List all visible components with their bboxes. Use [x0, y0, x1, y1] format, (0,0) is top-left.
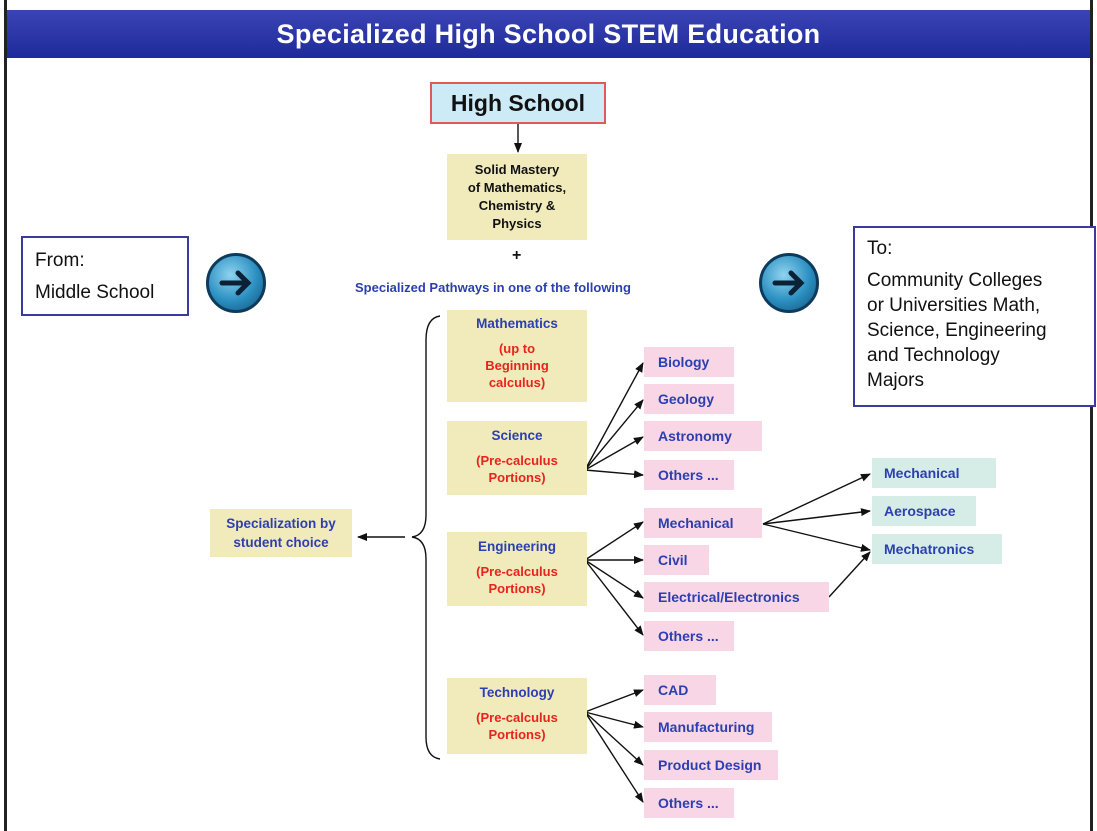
- to-line: Majors: [867, 370, 925, 391]
- mastery-line: of Mathematics,: [467, 180, 567, 195]
- area-sub: Beginning: [485, 358, 549, 373]
- mechanical-item: Mechatronics: [872, 534, 1002, 564]
- to-line: Science, Engineering: [867, 320, 1047, 341]
- area-sub: Portions): [488, 470, 546, 485]
- area-sub: (Pre-calculus: [476, 453, 558, 468]
- engineering-item: Others ...: [644, 621, 734, 651]
- technology-item: Others ...: [644, 788, 734, 818]
- area-sub: calculus): [488, 375, 546, 390]
- high-school-box: High School: [430, 82, 606, 124]
- to-line: and Technology: [867, 345, 1000, 366]
- area-science: Science (Pre-calculus Portions): [447, 421, 587, 495]
- science-item: Geology: [644, 384, 734, 414]
- mechanical-item: Mechanical: [872, 458, 996, 488]
- area-sub: (Pre-calculus: [476, 564, 558, 579]
- area-name: Engineering: [477, 539, 556, 554]
- area-engineering: Engineering (Pre-calculus Portions): [447, 532, 587, 606]
- area-sub: (up to: [498, 341, 536, 356]
- mastery-box: Solid Mastery of Mathematics, Chemistry …: [447, 154, 587, 240]
- from-label: From:: [35, 250, 85, 271]
- area-technology: Technology (Pre-calculus Portions): [447, 678, 587, 754]
- area-sub: Portions): [488, 727, 546, 742]
- engineering-item: Civil: [644, 545, 709, 575]
- to-line: or Universities Math,: [867, 295, 1041, 316]
- mechanical-item: Aerospace: [872, 496, 976, 526]
- science-item: Astronomy: [644, 421, 762, 451]
- plus-sign: +: [512, 247, 522, 264]
- from-value: Middle School: [35, 282, 155, 303]
- frame: [4, 0, 1093, 831]
- technology-item: CAD: [644, 675, 716, 705]
- specialization-box: Specialization by student choice: [210, 509, 352, 557]
- science-item: Others ...: [644, 460, 734, 490]
- area-name: Science: [491, 428, 543, 443]
- specialization-line: student choice: [233, 535, 329, 550]
- specialization-line: Specialization by: [226, 516, 336, 531]
- mastery-line: Solid Mastery: [474, 162, 560, 177]
- page-title: Specialized High School STEM Education: [7, 10, 1090, 58]
- technology-item: Product Design: [644, 750, 778, 780]
- area-name: Technology: [479, 685, 555, 700]
- arrow-right-icon: [206, 253, 266, 313]
- mastery-line: Chemistry &: [478, 198, 556, 213]
- to-box: To: Community Colleges or Universities M…: [853, 226, 1096, 407]
- pathways-label: Specialized Pathways in one of the follo…: [355, 280, 631, 295]
- mastery-line: Physics: [492, 216, 542, 231]
- arrow-right-icon: [759, 253, 819, 313]
- area-sub: Portions): [488, 581, 546, 596]
- to-line: Community Colleges: [867, 270, 1043, 291]
- science-item: Biology: [644, 347, 734, 377]
- engineering-item: Mechanical: [644, 508, 762, 538]
- engineering-item: Electrical/Electronics: [644, 582, 829, 612]
- area-mathematics: Mathematics (up to Beginning calculus): [447, 310, 587, 402]
- area-name: Mathematics: [476, 316, 558, 331]
- technology-item: Manufacturing: [644, 712, 772, 742]
- area-sub: (Pre-calculus: [476, 710, 558, 725]
- from-box: From: Middle School: [21, 236, 189, 316]
- to-label: To:: [867, 238, 893, 259]
